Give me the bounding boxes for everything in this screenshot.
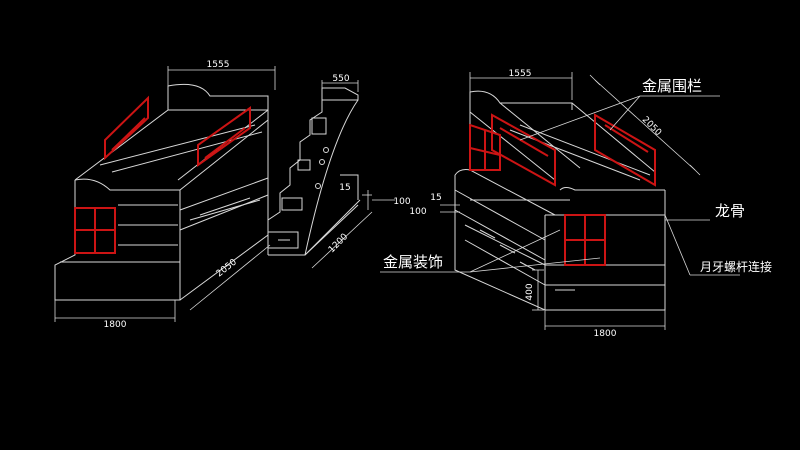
right-bottom-width-dim: 1800: [594, 329, 617, 339]
right-shelf-upper: [469, 123, 501, 171]
right-side-b-dim: 100: [409, 207, 426, 217]
right-rail-back: [491, 113, 556, 187]
right-top-width-dim: 1555: [509, 69, 532, 79]
annotation-labels: 金属围栏 龙骨 金属装饰 月牙螺杆连接: [383, 77, 772, 274]
right-rail-front: [594, 113, 656, 187]
right-side-a-dim: 15: [430, 193, 441, 203]
left-step-b-dim: 100: [393, 197, 410, 207]
left-rail-front: [197, 106, 251, 167]
left-bottom-width-dim: 1800: [104, 320, 127, 330]
left-red-elements: [74, 95, 251, 254]
left-step-a-dim: 15: [339, 183, 350, 193]
label-keel: 龙骨: [715, 202, 745, 220]
left-bed-view: [54, 83, 361, 301]
label-metal-rail: 金属围栏: [642, 77, 702, 95]
label-crescent-screw-connection: 月牙螺杆连接: [700, 259, 772, 274]
right-drawer-height-dim: 400: [525, 283, 535, 300]
leader-lines: [380, 95, 740, 276]
right-red-elements: [469, 113, 656, 266]
left-stair-width-dim: 550: [332, 74, 349, 84]
left-top-width-dim: 1555: [207, 60, 230, 70]
right-dimension-lines: [440, 72, 701, 330]
left-rail-back: [104, 95, 149, 161]
left-dimension-lines: [54, 66, 395, 322]
label-metal-decoration: 金属装饰: [383, 253, 443, 271]
